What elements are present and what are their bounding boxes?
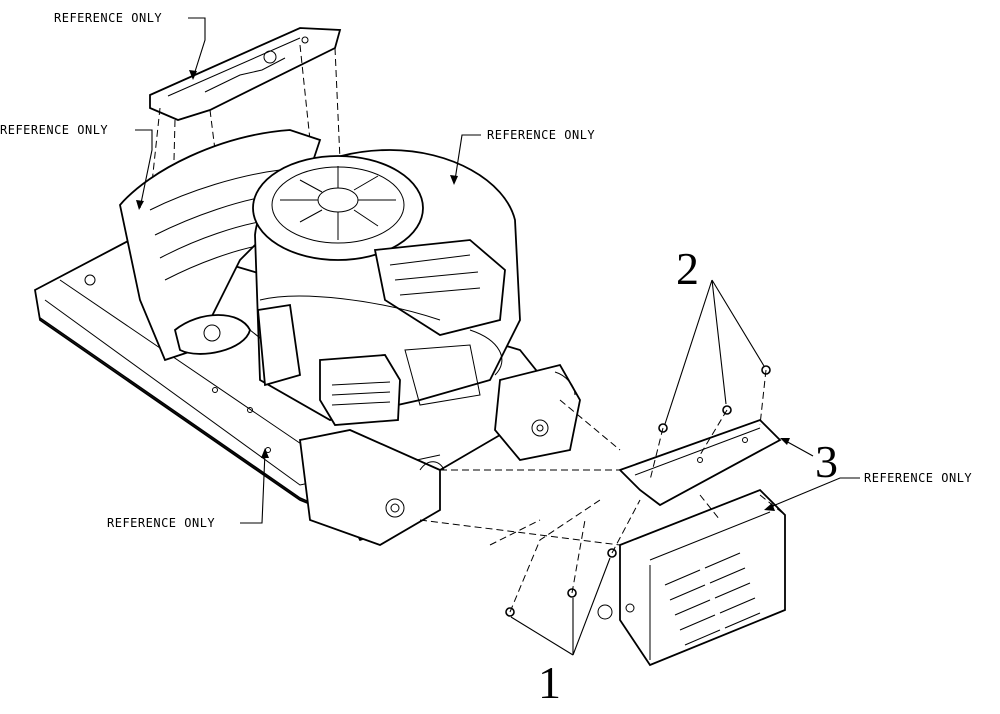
callout-shield: REFERENCE ONLY	[864, 471, 972, 485]
heat-shield-item-3	[618, 418, 782, 507]
reference-leaders	[135, 17, 860, 524]
item-number-1: 1	[538, 657, 561, 708]
callout-engine: REFERENCE ONLY	[487, 128, 595, 142]
muffler-guard	[597, 488, 786, 667]
item-number-3: 3	[815, 436, 838, 487]
callout-frame: REFERENCE ONLY	[107, 516, 215, 530]
callout-left-panel: REFERENCE ONLY	[0, 123, 108, 137]
item-number-2: 2	[676, 243, 699, 294]
callout-top-bracket: REFERENCE ONLY	[54, 11, 162, 25]
engine	[249, 149, 521, 426]
item-leaders	[510, 279, 814, 656]
